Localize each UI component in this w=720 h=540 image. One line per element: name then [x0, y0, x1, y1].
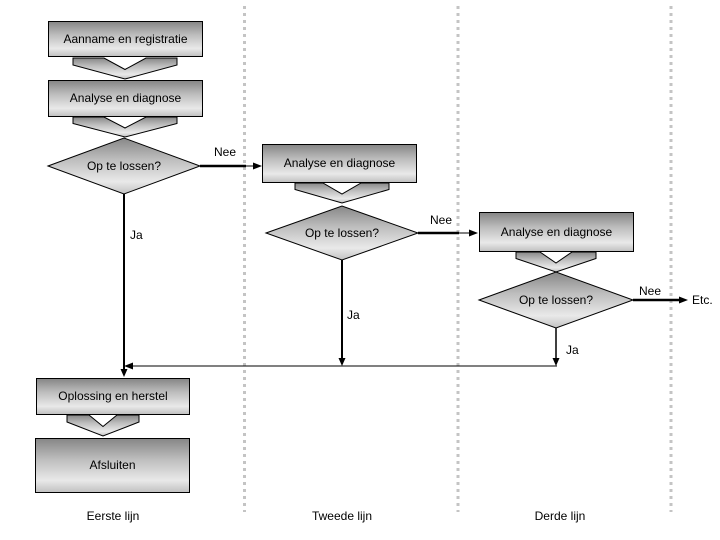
decision-diamond-lane2 — [264, 205, 420, 261]
process-box-solution: Oplossing en herstel — [36, 378, 190, 415]
process-box-close: Afsluiten — [35, 438, 190, 493]
process-box-analysis-lane1: Analyse en diagnose — [48, 80, 203, 117]
edge-label-ja-lane2: Ja — [347, 308, 360, 322]
arrowhead-left-icon — [124, 362, 133, 370]
arrowhead-right-icon — [253, 162, 262, 170]
decision-diamond-lane3 — [477, 271, 635, 329]
block-arrow-down-icon — [66, 414, 140, 437]
lane-caption-tweede-lijn: Tweede lijn — [311, 509, 373, 523]
arrowhead-down-icon — [338, 358, 346, 366]
lane-caption-eerste-lijn: Eerste lijn — [86, 509, 140, 523]
block-arrow-down-icon — [515, 251, 597, 273]
arrowhead-right-icon — [679, 296, 688, 304]
edge-label-ja-lane1: Ja — [130, 228, 143, 242]
arrowhead-down-icon — [120, 369, 128, 377]
edge-label-ja-lane3: Ja — [566, 343, 579, 357]
process-box-intake: Aanname en registratie — [48, 21, 203, 57]
arrowhead-right-icon — [469, 229, 478, 237]
block-arrow-down-icon — [294, 182, 390, 204]
edge-label-nee-lane1: Nee — [213, 145, 236, 159]
process-box-analysis-lane3: Analyse en diagnose — [479, 212, 634, 252]
block-arrow-down-icon — [72, 116, 178, 138]
edge-label-etc: Etc. — [692, 293, 713, 307]
arrowhead-down-icon — [552, 358, 560, 366]
edge-label-nee-lane2: Nee — [429, 213, 452, 227]
decision-diamond-lane1 — [46, 137, 202, 195]
process-box-analysis-lane2: Analyse en diagnose — [262, 144, 417, 183]
block-arrow-down-icon — [72, 57, 178, 80]
lane-caption-derde-lijn: Derde lijn — [534, 509, 586, 523]
edge-label-nee-lane3: Nee — [638, 284, 661, 298]
